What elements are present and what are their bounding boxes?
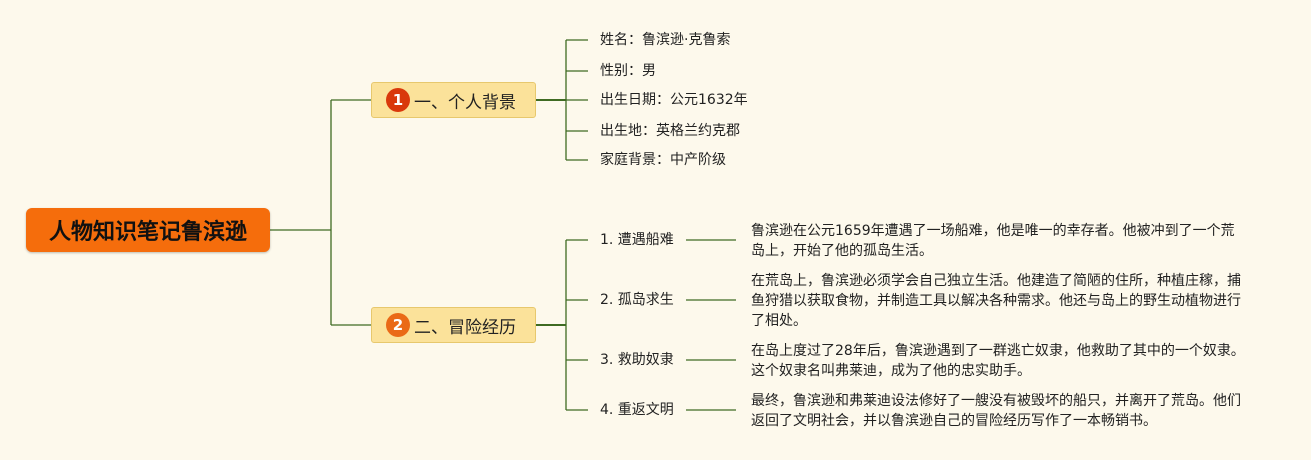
detail-rescue[interactable]: 在岛上度过了28年后，鲁滨逊遇到了一群逃亡奴隶，他救助了其中的一个奴隶。这个奴隶…	[751, 343, 1245, 379]
leaf-return[interactable]: 4. 重返文明	[600, 402, 674, 418]
detail-survival[interactable]: 在荒岛上，鲁滨逊必须学会自己独立生活。他建造了简陋的住所，种植庄稼，捕鱼狩猎以获…	[751, 273, 1241, 329]
leaf-rescue[interactable]: 3. 救助奴隶	[600, 352, 674, 368]
leaf-survival[interactable]: 2. 孤岛求生	[600, 292, 674, 308]
priority-2-icon: 2	[386, 313, 410, 337]
leaf-family[interactable]: 家庭背景：中产阶级	[600, 152, 726, 168]
branch-personal-background[interactable]: 1 一、个人背景	[371, 82, 536, 118]
leaf-birthplace[interactable]: 出生地：英格兰约克郡	[600, 123, 740, 139]
branch-label: 一、个人背景	[414, 92, 516, 113]
detail-shipwreck[interactable]: 鲁滨逊在公元1659年遭遇了一场船难，他是唯一的幸存者。他被冲到了一个荒岛上，开…	[751, 223, 1235, 259]
priority-1-icon: 1	[386, 88, 410, 112]
leaf-shipwreck[interactable]: 1. 遭遇船难	[600, 232, 674, 248]
leaf-birthdate[interactable]: 出生日期：公元1632年	[600, 92, 748, 108]
leaf-gender[interactable]: 性别：男	[600, 63, 656, 79]
detail-return[interactable]: 最终，鲁滨逊和弗莱迪设法修好了一艘没有被毁坏的船只，并离开了荒岛。他们返回了文明…	[751, 393, 1241, 429]
root-topic[interactable]: 人物知识笔记鲁滨逊	[26, 208, 270, 252]
root-topic-label: 人物知识笔记鲁滨逊	[48, 220, 247, 245]
branch-label: 二、冒险经历	[414, 317, 516, 338]
leaf-name[interactable]: 姓名：鲁滨逊·克鲁索	[600, 32, 731, 48]
branch-adventures[interactable]: 2 二、冒险经历	[371, 307, 536, 343]
